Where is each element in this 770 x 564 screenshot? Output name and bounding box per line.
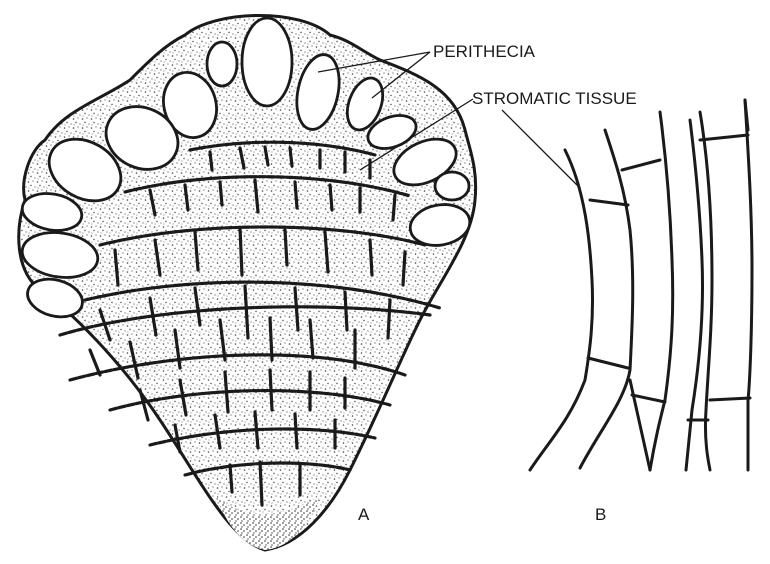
stromatic-tissue-leader-b bbox=[502, 110, 580, 188]
cross-wall bbox=[630, 380, 650, 470]
perithecia-label: PERITHECIA bbox=[433, 42, 536, 61]
perithecium bbox=[435, 172, 469, 200]
cross-wall bbox=[588, 358, 628, 368]
cross-wall bbox=[622, 160, 660, 170]
cell-wall bbox=[650, 112, 673, 470]
stroma-section-a bbox=[19, 15, 476, 550]
stromatic-tissue-label: STROMATIC TISSUE bbox=[472, 89, 637, 108]
cell-wall bbox=[580, 130, 633, 468]
tissue-detail-b bbox=[530, 100, 752, 470]
cell-wall bbox=[686, 120, 703, 470]
figure-a-caption: A bbox=[358, 505, 370, 524]
perithecium bbox=[242, 18, 292, 106]
figure-b-caption: B bbox=[595, 505, 606, 524]
cell-wall bbox=[530, 150, 593, 470]
cross-wall bbox=[710, 398, 750, 400]
cross-wall bbox=[700, 135, 748, 140]
perithecium bbox=[207, 42, 237, 86]
cross-wall bbox=[590, 200, 628, 205]
cell-wall bbox=[745, 100, 752, 470]
cross-wall bbox=[632, 395, 665, 402]
